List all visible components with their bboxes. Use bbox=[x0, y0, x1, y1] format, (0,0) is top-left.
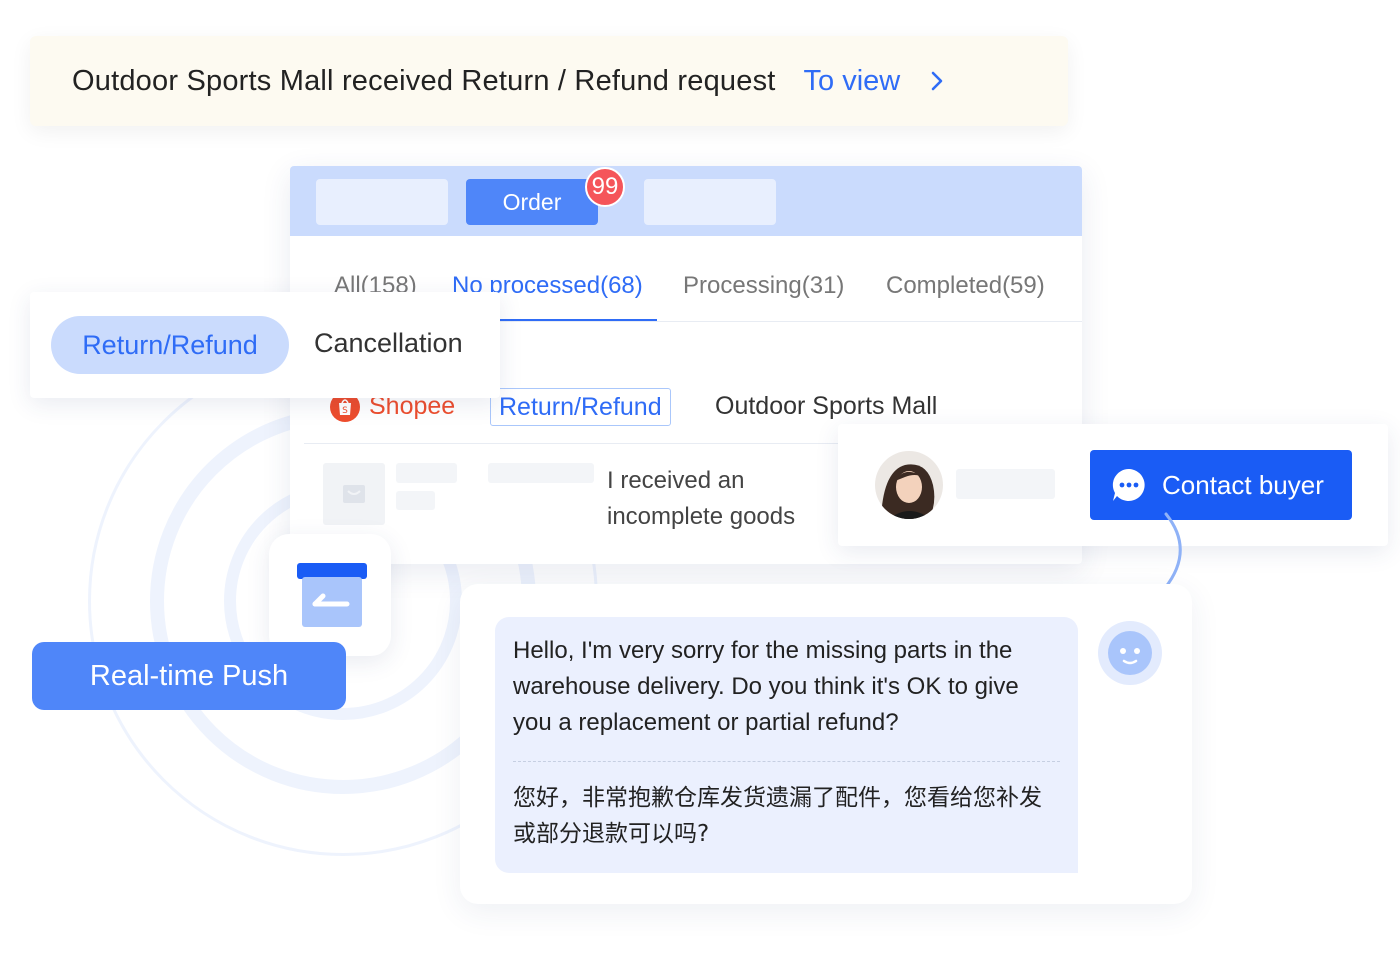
buyer-name-placeholder bbox=[956, 469, 1055, 499]
request-type-switch: Return/Refund Cancellation bbox=[30, 292, 500, 398]
product-sku-placeholder bbox=[396, 491, 435, 510]
return-refund-toggle[interactable]: Return/Refund bbox=[51, 316, 289, 374]
order-type-tag: Return/Refund bbox=[490, 388, 671, 426]
refund-reason-line-1: I received an bbox=[607, 467, 745, 494]
image-placeholder-icon bbox=[343, 485, 365, 503]
module-tab-placeholder-right[interactable] bbox=[644, 179, 776, 225]
reply-text-chinese: 您好，非常抱歉仓库发货遗漏了配件，您看给您补发或部分退款可以吗? bbox=[513, 785, 1042, 847]
status-tab-processing[interactable]: Processing(31) bbox=[683, 272, 845, 299]
product-price-placeholder bbox=[488, 463, 594, 483]
notification-banner: Outdoor Sports Mall received Return / Re… bbox=[30, 36, 1068, 126]
refund-reason: I received an incomplete goods bbox=[607, 463, 795, 535]
refund-reason-line-2: incomplete goods bbox=[607, 503, 796, 530]
chevron-right-icon[interactable] bbox=[926, 70, 948, 92]
tabs-divider bbox=[290, 321, 1082, 322]
active-tab-underline bbox=[499, 319, 657, 322]
reply-bubble: Hello, I'm very sorry for the missing pa… bbox=[495, 617, 1078, 873]
status-tab-completed[interactable]: Completed(59) bbox=[886, 272, 1045, 299]
reply-divider bbox=[513, 761, 1060, 762]
module-tab-placeholder-left[interactable] bbox=[316, 179, 448, 225]
product-title-placeholder bbox=[396, 463, 457, 483]
archive-icon-card bbox=[269, 534, 391, 656]
order-shop-row: S Shopee Return/Refund Outdoor Sports Ma… bbox=[290, 388, 1082, 428]
row-divider bbox=[304, 443, 1068, 444]
shop-name: Outdoor Sports Mall bbox=[715, 392, 938, 420]
archive-return-icon bbox=[297, 563, 367, 627]
bot-face-icon bbox=[1098, 621, 1162, 685]
contact-buyer-button[interactable]: Contact buyer bbox=[1090, 450, 1352, 520]
chat-bubble-icon bbox=[1112, 468, 1145, 501]
notification-message: Outdoor Sports Mall received Return / Re… bbox=[72, 64, 776, 97]
order-count-badge: 99 bbox=[585, 167, 625, 207]
cancellation-toggle[interactable]: Cancellation bbox=[314, 328, 463, 358]
reply-text-english: Hello, I'm very sorry for the missing pa… bbox=[513, 637, 1019, 736]
buyer-avatar bbox=[875, 451, 943, 519]
chat-reply-card: Hello, I'm very sorry for the missing pa… bbox=[460, 584, 1192, 904]
svg-text:S: S bbox=[342, 406, 348, 416]
to-view-link[interactable]: To view bbox=[803, 64, 901, 97]
product-thumbnail-placeholder bbox=[323, 463, 385, 525]
buyer-card: Contact buyer bbox=[838, 424, 1388, 546]
module-tab-order[interactable]: Order bbox=[466, 179, 598, 225]
realtime-push-button[interactable]: Real-time Push bbox=[32, 642, 346, 710]
contact-buyer-label: Contact buyer bbox=[1162, 469, 1324, 500]
shopee-bag-icon: S bbox=[330, 392, 360, 422]
